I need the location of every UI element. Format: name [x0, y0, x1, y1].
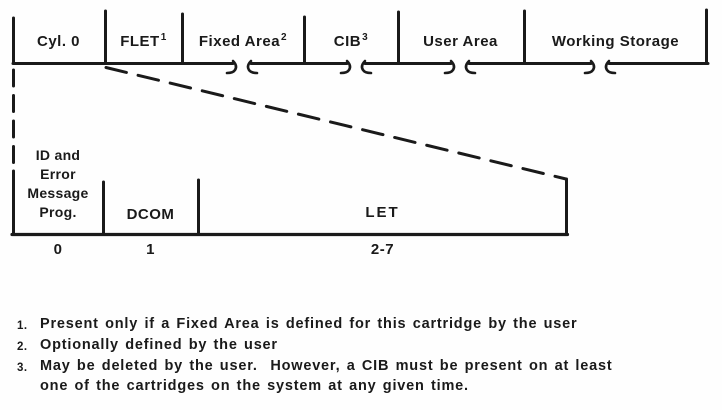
top-segment-cyl0-label: Cyl. 0: [13, 33, 105, 53]
segment-text: Cyl. 0: [36, 33, 81, 50]
top-bar-ticks: [12, 8, 708, 65]
detail-bar-verticals: [12, 169, 568, 236]
footnote-ref-3: 3: [362, 32, 369, 43]
detail-segment-let-label: LET: [365, 204, 400, 221]
top-segment-flet-label: FLET1: [105, 33, 182, 53]
segment-text: User Area: [423, 33, 498, 50]
footnote-3-text: May be deleted by the user. However, a C…: [40, 358, 613, 394]
footnote-1-text: Present only if a Fixed Area is defined …: [40, 316, 578, 332]
break-mark-cib: [339, 59, 373, 75]
top-segment-fixed-area-label: Fixed Area2: [182, 33, 304, 53]
footnote-ref-1: 1: [160, 32, 167, 43]
cylinder-range-let: 2-7: [370, 241, 395, 258]
footnote-3-number: 3.: [17, 362, 28, 374]
segment-text: CIB: [333, 33, 362, 50]
segment-text: Working Storage: [551, 33, 680, 50]
detail-segment-id-error-message-prog-label: ID and Error Message Prog.: [27, 147, 89, 220]
break-mark-user-area: [443, 59, 477, 75]
top-segment-user-area-label: User Area: [398, 33, 524, 53]
explode-line-diagonal-dashed: [104, 66, 568, 181]
footnote-1-number: 1.: [17, 320, 28, 332]
top-segment-working-storage-label: Working Storage: [524, 33, 708, 53]
cylinder-number-id-prog: 0: [53, 241, 63, 258]
segment-text: Fixed Area: [198, 33, 281, 50]
top-segment-cib-label: CIB3: [304, 33, 398, 53]
footnote-2-text: Optionally defined by the user: [40, 337, 278, 353]
break-mark-working-storage: [583, 59, 617, 75]
break-mark-fixed-area: [225, 59, 259, 75]
detail-segment-dcom-label: DCOM: [126, 206, 175, 223]
segment-text: FLET: [120, 33, 160, 50]
footnote-2-number: 2.: [17, 341, 28, 353]
footnote-ref-2: 2: [281, 32, 288, 43]
cylinder-number-dcom: 1: [146, 241, 155, 258]
